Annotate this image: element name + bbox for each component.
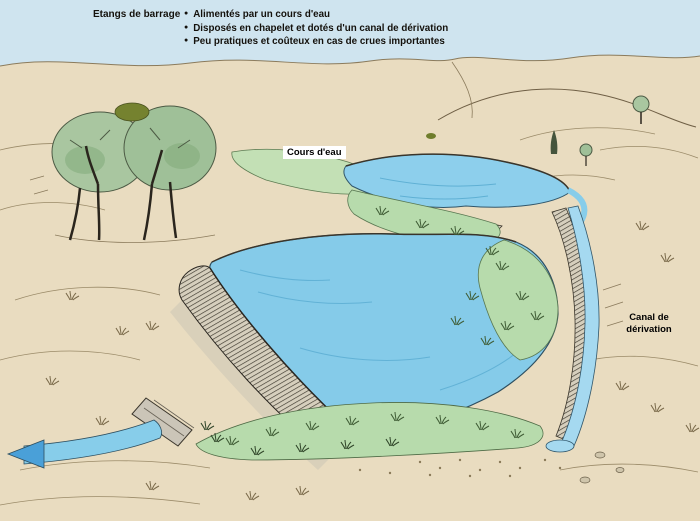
bullet-list: ● Alimentés par un cours d'eau ● Disposé… xyxy=(184,8,448,49)
outflow-stream xyxy=(6,419,162,469)
vegetation-bottom xyxy=(195,402,544,461)
bullet-item: ● Alimentés par un cours d'eau xyxy=(184,8,448,22)
marsh-right xyxy=(477,239,559,361)
diversion-canal xyxy=(545,205,600,453)
trees xyxy=(51,102,217,243)
label-canal-derivation: Canal de dérivation xyxy=(626,312,672,335)
bullet-item: ● Peu pratiques et coûteux en cas de cru… xyxy=(184,35,448,49)
cypress-tree xyxy=(550,130,558,154)
bullet-icon: ● xyxy=(184,10,189,17)
label-cours-deau: Cours d'eau xyxy=(283,146,346,159)
bullet-icon: ● xyxy=(184,37,189,44)
tree-trunks xyxy=(68,145,178,241)
distant-trees xyxy=(426,95,650,166)
upper-pond xyxy=(343,153,588,235)
dark-bush xyxy=(114,102,150,122)
flow-direction-arrow xyxy=(6,439,45,469)
gravel-dots xyxy=(358,458,562,478)
diagram-title: Etangs de barrage xyxy=(93,9,181,20)
bullet-text: Alimentés par un cours d'eau xyxy=(193,9,331,20)
stones xyxy=(579,451,625,484)
bullet-icon: ● xyxy=(184,23,189,31)
bullet-text: Peu pratiques et coûteux en cas de crues… xyxy=(193,36,445,47)
bullet-text: Disposés en chapelet et dotés d'un canal… xyxy=(193,22,449,34)
bullet-item: ● Disposés en chapelet et dotés d'un can… xyxy=(184,22,448,36)
spillway xyxy=(131,397,195,447)
